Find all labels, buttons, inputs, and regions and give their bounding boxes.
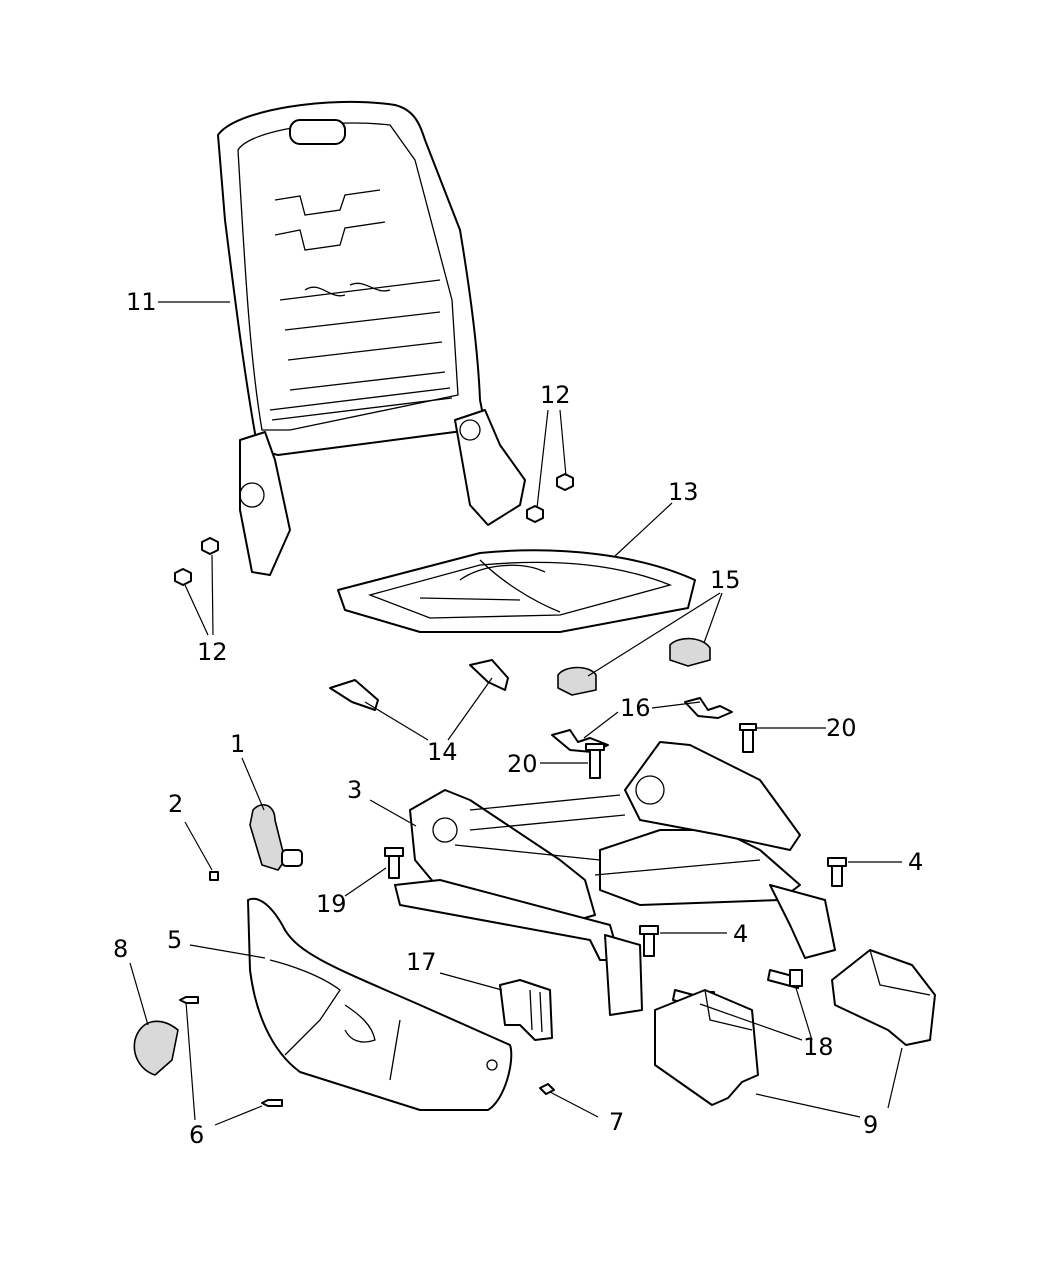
end-cap <box>133 1020 179 1076</box>
bolt-12-set <box>174 473 574 586</box>
seat-adjuster-frame <box>394 741 836 1016</box>
callout-20a: 20 <box>507 750 538 778</box>
callout-5: 5 <box>167 926 182 954</box>
callout-13: 13 <box>668 478 699 506</box>
clip-15-set <box>557 637 711 696</box>
rear-cover-set <box>654 949 936 1106</box>
callout-15: 15 <box>710 566 741 594</box>
switch-module <box>499 979 553 1041</box>
seat-back-frame <box>217 100 526 576</box>
clip-7 <box>539 1083 555 1095</box>
callout-2: 2 <box>168 790 183 818</box>
side-shield <box>247 897 513 1111</box>
callout-4b: 4 <box>733 920 748 948</box>
callout-6: 6 <box>189 1121 204 1149</box>
callout-18: 18 <box>803 1033 834 1061</box>
screw-6-set <box>179 996 283 1107</box>
callout-4a: 4 <box>908 848 923 876</box>
callout-14: 14 <box>427 738 458 766</box>
callout-17: 17 <box>406 948 437 976</box>
leader-lines <box>129 301 903 1126</box>
screw-2 <box>209 871 219 881</box>
callout-7: 7 <box>609 1108 624 1136</box>
callout-16: 16 <box>620 694 651 722</box>
bolt-20-set <box>585 723 757 779</box>
callout-1: 1 <box>230 730 245 758</box>
callout-8: 8 <box>113 935 128 963</box>
callout-9: 9 <box>863 1111 878 1139</box>
callout-12b: 12 <box>197 638 228 666</box>
callout-12a: 12 <box>540 381 571 409</box>
callout-20b: 20 <box>826 714 857 742</box>
callout-3: 3 <box>347 776 362 804</box>
callout-19: 19 <box>316 890 347 918</box>
bracket-14-set <box>329 659 509 711</box>
bolt-19 <box>384 847 404 879</box>
callout-11: 11 <box>126 288 157 316</box>
recliner-handle <box>249 804 303 871</box>
seat-cushion-pan <box>337 549 696 633</box>
callout-labels: 1 2 3 4 4 5 6 7 8 9 11 12 12 13 14 15 16… <box>113 288 923 1149</box>
bolt-4-set <box>639 857 847 957</box>
